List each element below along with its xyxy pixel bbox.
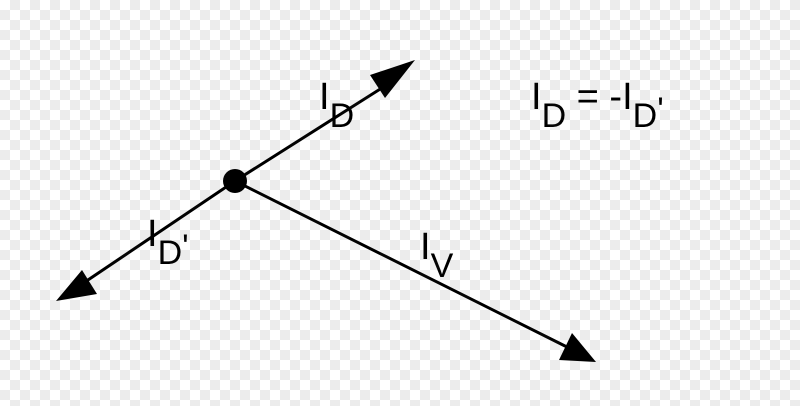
vector-id-prime-line bbox=[80, 179, 237, 286]
label-i-v-main: I bbox=[420, 226, 431, 268]
label-i-d-prime-main: I bbox=[147, 213, 158, 255]
equation-operator: = - bbox=[566, 76, 623, 118]
equation-lhs-main: I bbox=[531, 76, 542, 118]
equation-rhs-prime: ' bbox=[657, 91, 664, 129]
equation-rhs-sub: D bbox=[632, 97, 658, 135]
junction-node bbox=[223, 169, 247, 193]
label-i-d: ID bbox=[319, 76, 354, 133]
equation-rhs-main: I bbox=[622, 76, 633, 118]
label-i-d-prime: ID' bbox=[147, 213, 189, 270]
arrowhead-id bbox=[370, 60, 415, 98]
arrowhead-iv bbox=[559, 333, 596, 362]
vector-id-line bbox=[233, 84, 387, 183]
label-i-v: IV bbox=[420, 226, 453, 283]
label-i-d-prime-sub: D bbox=[157, 234, 183, 272]
equation: ID = -ID' bbox=[531, 76, 664, 133]
arrowhead-id-prime bbox=[56, 270, 97, 301]
equation-lhs-sub: D bbox=[541, 97, 567, 135]
label-i-v-sub: V bbox=[430, 247, 454, 285]
vector-iv-line bbox=[233, 179, 567, 348]
label-i-d-sub: D bbox=[329, 97, 355, 135]
label-i-d-prime-mark: ' bbox=[182, 228, 189, 266]
label-i-d-main: I bbox=[319, 76, 330, 118]
